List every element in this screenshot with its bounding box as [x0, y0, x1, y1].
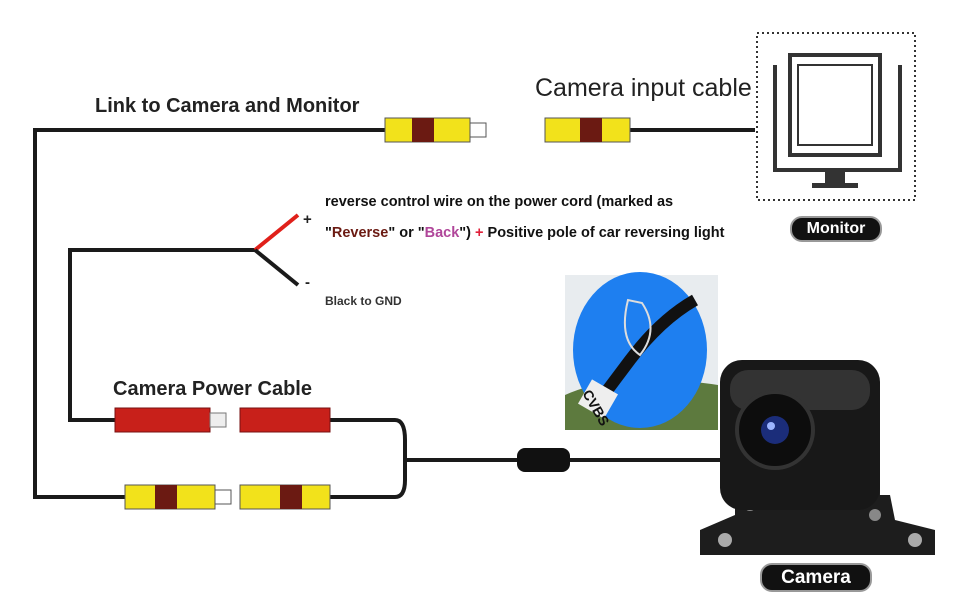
cvbs-connector-photo: CVBS: [565, 272, 718, 430]
link-wire: [33, 128, 385, 499]
reverse-note-line1: reverse control wire on the power cord (…: [325, 194, 674, 210]
link-camera-monitor-label: Link to Camera and Monitor: [95, 95, 360, 117]
quote: ": [325, 225, 332, 241]
negative-wire: [253, 248, 300, 287]
back-word: Back: [424, 225, 460, 241]
positive-pole-text: Positive pole of car reversing light: [483, 225, 725, 241]
wires: [33, 128, 755, 499]
power-plug-male: [114, 407, 227, 433]
reverse-note-line2: "Reverse" or "Back") + Positive pole of …: [325, 225, 724, 241]
rca-plug-camera-input: [544, 117, 631, 143]
monitor-label: Monitor: [790, 216, 882, 242]
ferrite-core: [517, 448, 570, 472]
rca-plug-bottom: [124, 484, 232, 510]
or-text: " or ": [388, 225, 425, 241]
plus-marker: +: [303, 211, 312, 228]
camera-label: Camera: [760, 563, 872, 592]
camera-power-cable-label: Camera Power Cable: [113, 378, 312, 400]
monitor-icon: [756, 32, 916, 201]
power-wire: [68, 248, 255, 422]
reverse-word: Reverse: [331, 225, 389, 241]
camera-power-merge-wire: [330, 418, 735, 499]
plus-sign: +: [475, 225, 484, 241]
positive-wire: [253, 213, 300, 252]
black-to-gnd-label: Black to GND: [325, 294, 402, 308]
paren: "): [459, 225, 476, 241]
camera-input-cable-label: Camera input cable: [535, 74, 752, 102]
rca-socket-camera: [239, 484, 331, 510]
rca-plug-link: [384, 117, 487, 143]
minus-marker: -: [305, 274, 310, 291]
power-plug-female: [239, 407, 331, 433]
camera-icon: [700, 360, 935, 555]
